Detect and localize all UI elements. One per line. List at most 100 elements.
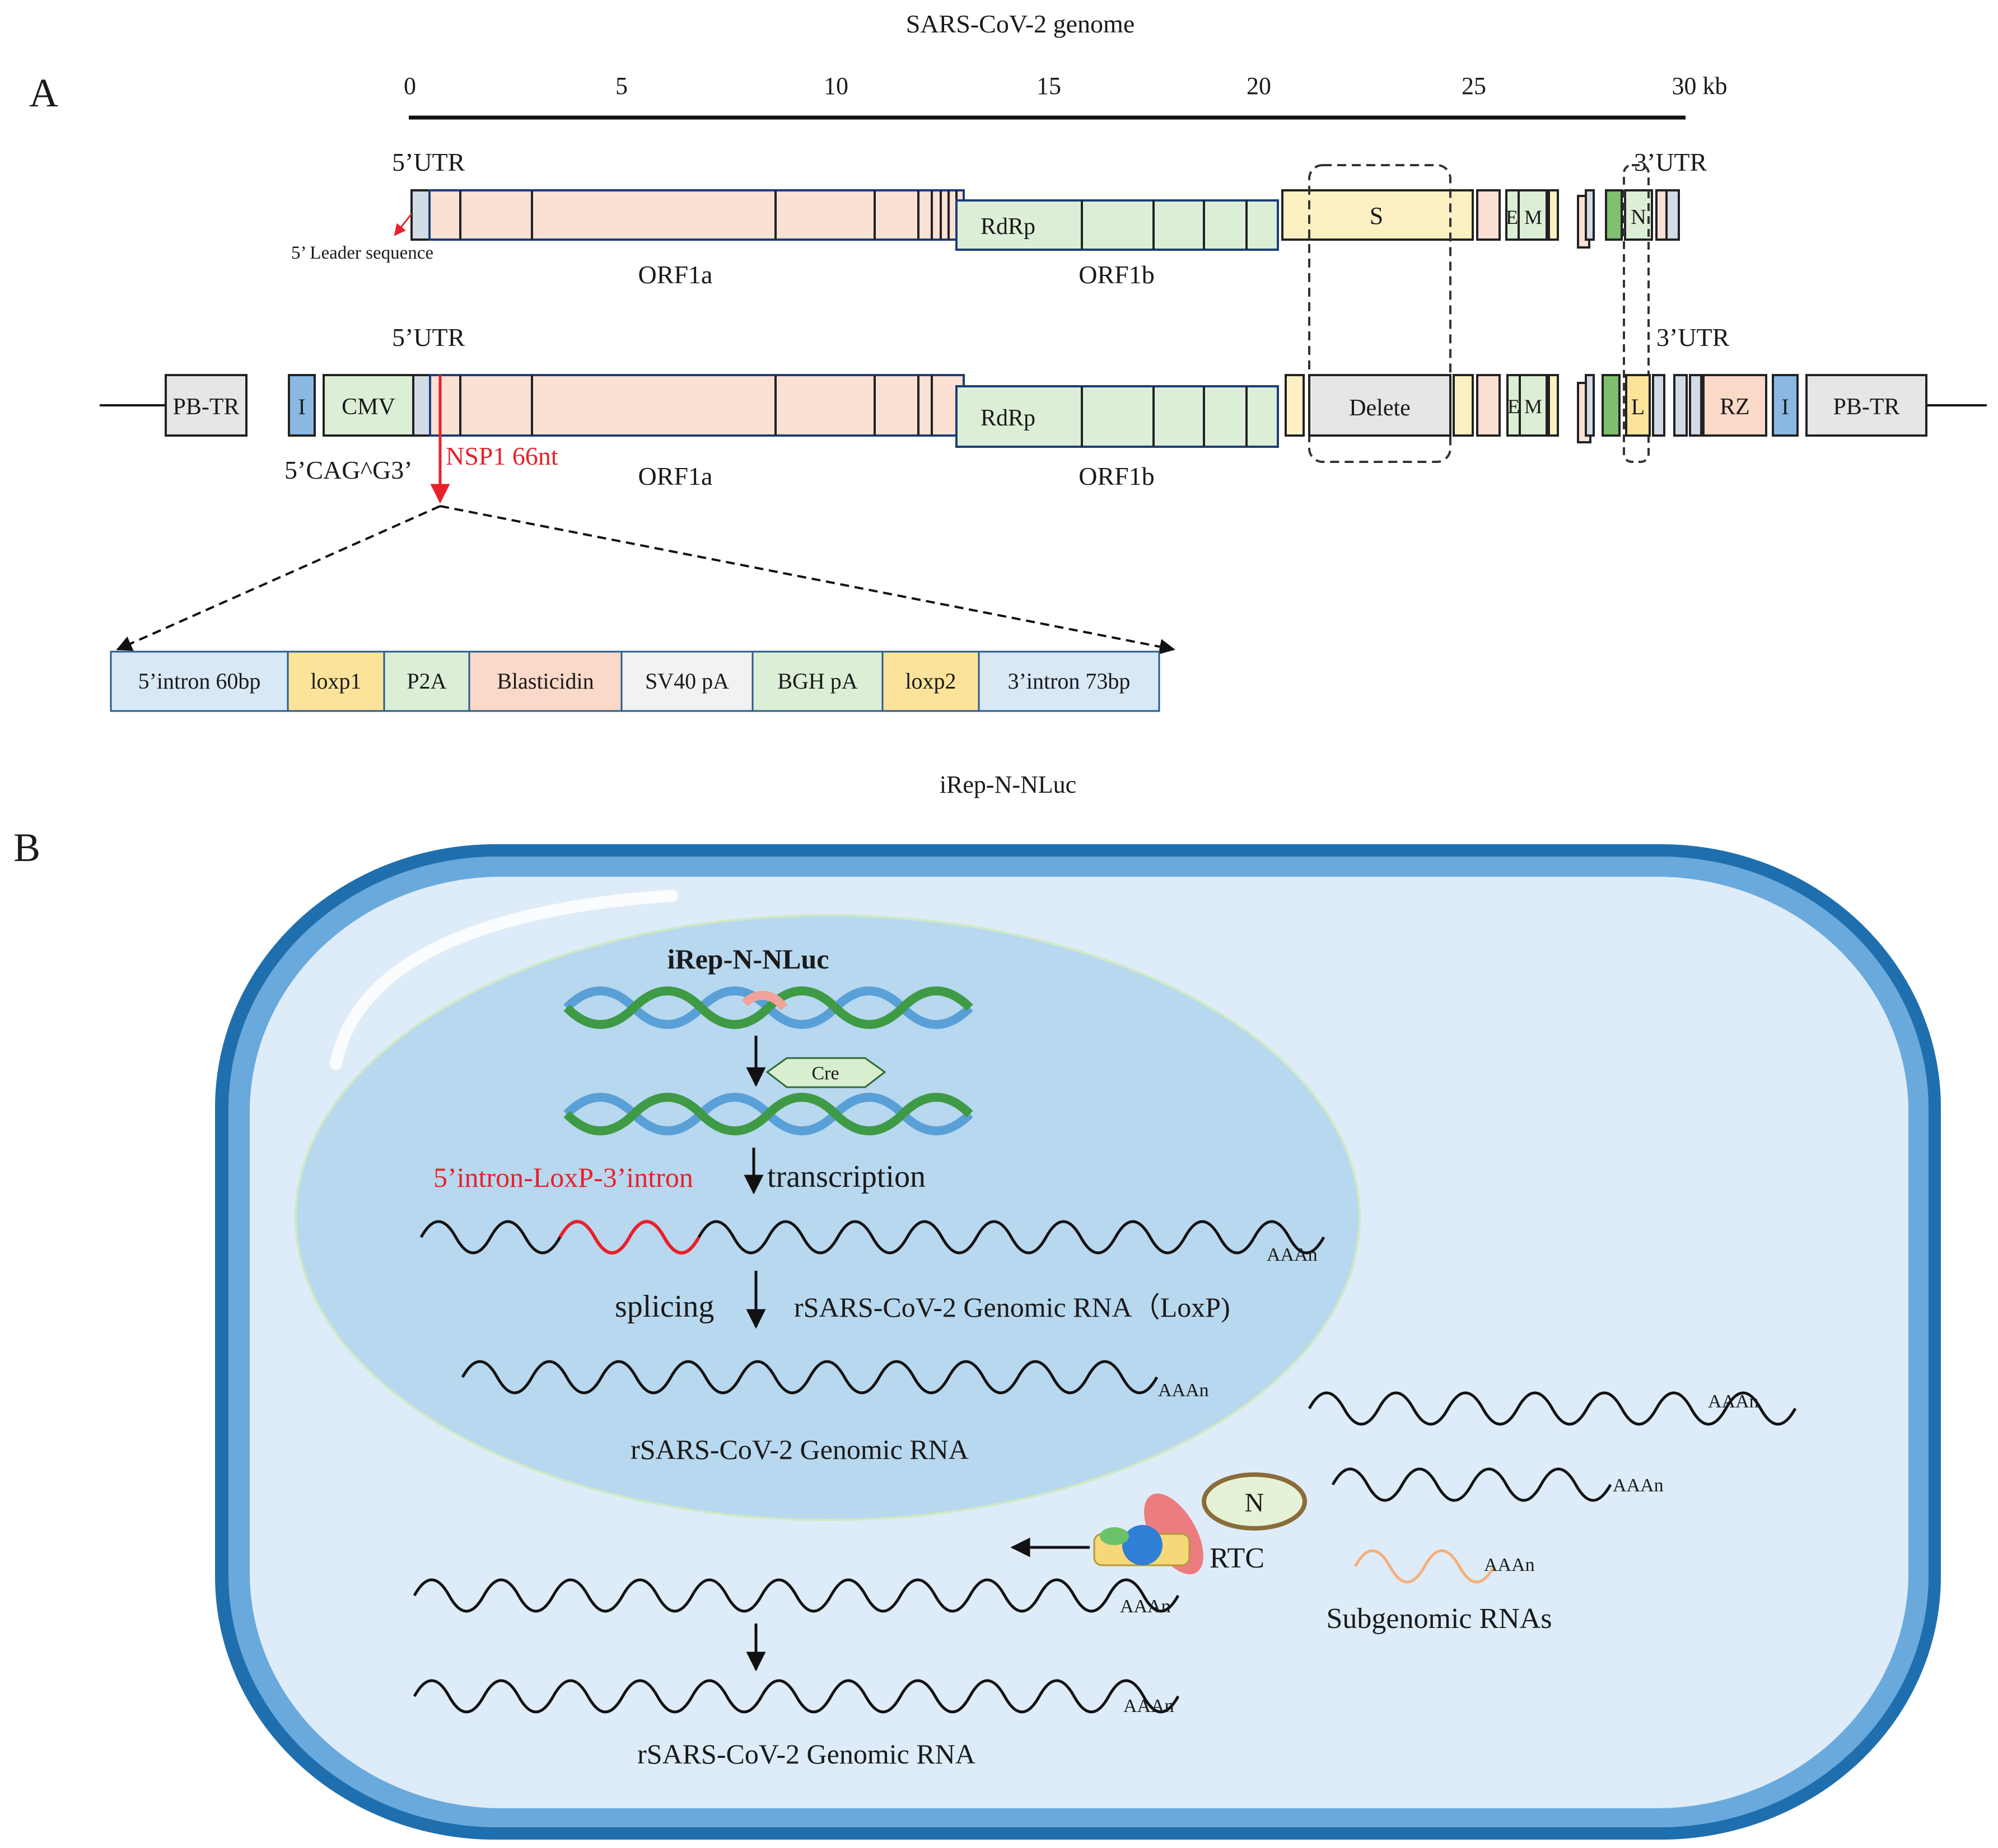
- i-left-box: [288, 374, 316, 437]
- cyto-genomic-aaan-2: AAAn: [1123, 1696, 1174, 1716]
- cassette-segment-box: [468, 651, 623, 712]
- rz-box: [1702, 374, 1767, 437]
- genome-5utr-box: [410, 189, 431, 241]
- n-protein: [1202, 1472, 1307, 1531]
- construct-utr-box-3: [1689, 374, 1702, 437]
- construct-orf1b-box: [955, 385, 1279, 448]
- rtc-label: RTC: [1210, 1542, 1264, 1574]
- genome-5utr-label: 5’UTR: [392, 148, 465, 176]
- genome-orf1b-label: ORF1b: [1079, 260, 1154, 289]
- genome-n-label: N: [1631, 205, 1646, 229]
- construct-s-stub-left: [1285, 374, 1305, 437]
- construct-m-box: [1519, 374, 1548, 437]
- cassette-segment-box: [978, 651, 1160, 712]
- leader-arrow: [394, 213, 413, 236]
- spliced-rna-aaan: AAAn: [1158, 1380, 1209, 1401]
- scale-tick-20: 20: [1247, 72, 1271, 100]
- scale-tick-5: 5: [615, 72, 628, 100]
- dna-helix-bottom: [563, 1093, 973, 1135]
- rna-loxp-label: rSARS-CoV-2 Genomic RNA（LoxP): [794, 1292, 1230, 1323]
- n-region-highlight: [1623, 164, 1650, 463]
- pre-mrna-intron-wave: [558, 1220, 701, 1255]
- cmv-label: CMV: [342, 394, 395, 420]
- construct-m-label: M: [1524, 395, 1542, 418]
- rtc-complex-icon: [1093, 1493, 1203, 1575]
- cyto-genomic-rna-wave-2: [413, 1679, 1180, 1714]
- cassette-segment-label: BGH pA: [777, 668, 857, 694]
- rz-label: RZ: [1720, 394, 1750, 420]
- construct-utr-box-1: [1652, 374, 1665, 437]
- construct-3utr-label: 3’UTR: [1656, 323, 1730, 352]
- membrane-highlight: [330, 890, 678, 1070]
- genome-orf8-box: [1605, 189, 1623, 241]
- pbtr-left-label: PB-TR: [172, 394, 239, 420]
- construct-l-label: L: [1631, 394, 1645, 419]
- nucleus-genomic-rna-label: rSARS-CoV-2 Genomic RNA: [631, 1434, 969, 1465]
- delete-label: Delete: [1349, 395, 1411, 421]
- pbtr-left-box: [165, 374, 248, 437]
- genome-s-box: [1281, 189, 1474, 241]
- cyto-genomic-rna-label: rSARS-CoV-2 Genomic RNA: [637, 1738, 975, 1770]
- spike-region-highlight: [1308, 164, 1451, 463]
- subgenomic-rna-wave: [1353, 1549, 1496, 1584]
- cassette-segment-box: [383, 651, 470, 712]
- cassette-segment-label: loxp1: [310, 668, 361, 694]
- construct-orf3-box: [1476, 374, 1501, 437]
- genome-3utr-label: 3’UTR: [1634, 148, 1707, 176]
- construct-orf1a-label: ORF1a: [638, 462, 713, 490]
- panel-a-label: A: [29, 71, 58, 115]
- genome-e-label: E: [1506, 206, 1518, 228]
- cassette-segment-box: [751, 651, 884, 712]
- nsp1-label: NSP1 66nt: [446, 442, 558, 470]
- cassette-segment-label: 5’intron 60bp: [138, 668, 261, 694]
- genome-m-label: M: [1524, 206, 1542, 228]
- genome-orf1a-label: ORF1a: [638, 260, 713, 289]
- construct-utr-box-2: [1673, 374, 1688, 437]
- scale-tick-10: 10: [824, 72, 848, 100]
- genome-orf10-box: [1655, 189, 1668, 241]
- construct-rdrp-label: RdRp: [981, 405, 1035, 431]
- construct-e-label: E: [1507, 395, 1520, 418]
- genome-rdrp-label: RdRp: [981, 214, 1035, 240]
- expansion-line-left: [116, 505, 441, 651]
- genome-m-box: [1518, 189, 1548, 241]
- construct-5utr-label: 5’UTR: [392, 323, 465, 352]
- construct-orf1a-box: [429, 374, 965, 437]
- construct-orf8-box: [1602, 374, 1621, 437]
- scale-tick-15: 15: [1037, 72, 1061, 100]
- pbtr-right-label: PB-TR: [1833, 394, 1899, 420]
- construct-s-stub-right: [1453, 374, 1474, 437]
- n-protein-label: N: [1245, 1488, 1264, 1518]
- dna-helix-top: [563, 986, 973, 1029]
- genome-scale-bar: 0 5 10 15 20 25 30 kb: [404, 72, 1728, 120]
- construct-orf7b-box: [1585, 374, 1595, 437]
- genome-orf1b-box: [955, 199, 1279, 251]
- scale-tick-25: 25: [1462, 72, 1486, 100]
- cassette-segment-label: loxp2: [905, 668, 956, 694]
- cre-label: Cre: [811, 1063, 839, 1084]
- construct-l-box: [1625, 374, 1651, 437]
- i-left-label: I: [298, 394, 305, 419]
- i-right-box: [1772, 374, 1799, 437]
- pbtr-right-box: [1805, 374, 1927, 437]
- cassette-segment-label: 3’intron 73bp: [1008, 668, 1131, 694]
- transcription-label: transcription: [767, 1159, 926, 1194]
- cyto-genomic-rna-wave-1: [413, 1578, 1180, 1613]
- panel-a-title: SARS-CoV-2 genome: [906, 10, 1135, 38]
- genome-s-label: S: [1370, 202, 1383, 230]
- cag-label: 5’CAG^G3’: [284, 456, 413, 484]
- subgenomic-label: Subgenomic RNAs: [1327, 1603, 1552, 1635]
- genome-3utr-box: [1665, 189, 1680, 241]
- genome-map: 5’UTR 3’UTR RdRp S E M: [291, 148, 1707, 289]
- construct-orf6-box: [1548, 374, 1559, 437]
- panel-b-title: iRep-N-NLuc: [940, 771, 1076, 798]
- cyto-rna-aaan-1: AAAn: [1708, 1391, 1759, 1412]
- pre-mrna-aaan: AAAn: [1267, 1245, 1318, 1265]
- construct-orf1b-label: ORF1b: [1079, 462, 1154, 490]
- i-right-label: I: [1781, 394, 1789, 419]
- panel-b-label: B: [13, 825, 40, 870]
- cmv-box: [323, 374, 414, 437]
- genome-orf3-box: [1476, 189, 1501, 241]
- genome-orf1a-box: [428, 189, 965, 241]
